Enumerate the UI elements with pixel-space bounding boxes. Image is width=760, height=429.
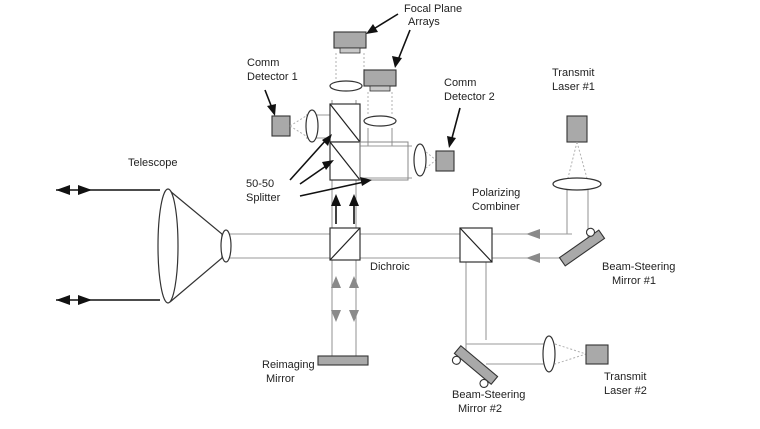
- focal-plane-array-1: [333, 31, 367, 54]
- focal-lens-2: [363, 115, 397, 127]
- label-reimaging-mirror-a: Reimaging: [262, 359, 315, 371]
- splitter-cube-upper: [329, 103, 361, 143]
- comm-detector-1: [271, 115, 291, 137]
- label-polarizing-combiner-a: Polarizing: [472, 187, 520, 199]
- label-beam-steering-mirror-2-a: Beam-Steering: [452, 389, 525, 401]
- leader-lines: [264, 13, 461, 197]
- focal-lens-1: [329, 80, 363, 92]
- reimaging-mirror: [317, 355, 369, 366]
- splitter-cube-side: [359, 141, 409, 181]
- comm-lens-1: [305, 109, 319, 143]
- beam-steering-mirror-2: [451, 344, 499, 389]
- label-telescope: Telescope: [128, 157, 178, 169]
- label-comm-detector-1-a: Comm: [247, 57, 279, 69]
- laser-1-lens: [552, 177, 602, 191]
- laser-2-lens: [542, 335, 556, 373]
- beam-steering-mirror-1: [558, 227, 606, 267]
- label-focal-plane-arrays-1: Focal Plane: [404, 3, 462, 15]
- label-splitter-a: 50-50: [246, 178, 274, 190]
- label-comm-detector-2-a: Comm: [444, 77, 476, 89]
- label-dichroic: Dichroic: [370, 261, 410, 273]
- label-splitter-b: Splitter: [246, 192, 281, 204]
- reimaging-beam-arrows: [331, 276, 359, 322]
- dichroic-cube: [329, 227, 361, 261]
- polarizing-combiner: [459, 227, 493, 263]
- input-beam-arrows: [56, 185, 160, 305]
- label-comm-detector-2-b: Detector 2: [444, 91, 495, 103]
- comm-lens-2: [413, 143, 427, 177]
- label-focal-plane-arrays-2: Arrays: [408, 16, 440, 28]
- label-polarizing-combiner-b: Combiner: [472, 201, 520, 213]
- label-beam-steering-mirror-1-a: Beam-Steering: [602, 261, 675, 273]
- combiner-input-arrows: [526, 229, 572, 263]
- transmit-laser-1: [566, 115, 588, 143]
- label-transmit-laser-1-b: Laser #1: [552, 81, 595, 93]
- label-reimaging-mirror-b: Mirror: [266, 373, 295, 385]
- splitter-cube-lower: [329, 141, 361, 181]
- comm-detector-2: [435, 150, 455, 172]
- label-beam-steering-mirror-2-b: Mirror #2: [458, 403, 502, 415]
- focal-plane-array-2: [363, 69, 397, 92]
- label-beam-steering-mirror-1-b: Mirror #1: [612, 275, 656, 287]
- label-transmit-laser-2-a: Transmit: [604, 371, 646, 383]
- label-transmit-laser-2-b: Laser #2: [604, 385, 647, 397]
- transmit-laser-2: [585, 344, 609, 365]
- label-comm-detector-1-b: Detector 1: [247, 71, 298, 83]
- label-transmit-laser-1-a: Transmit: [552, 67, 594, 79]
- labels: Focal Plane Arrays Comm Detector 1 Comm …: [128, 3, 675, 415]
- splitter-input-arrows: [331, 194, 359, 224]
- main-optical-path: [222, 53, 589, 365]
- telescope-optics: [157, 188, 232, 304]
